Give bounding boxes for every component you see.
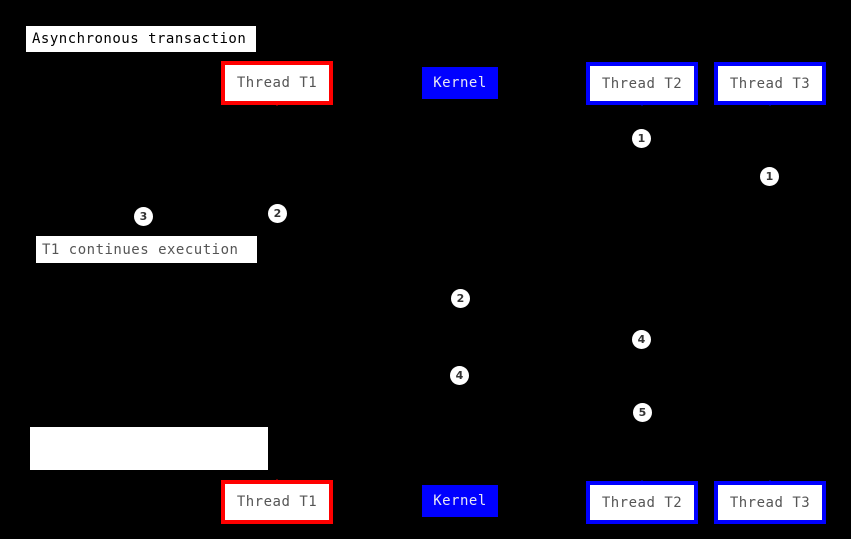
lifeline-arrow-tick-icon: [638, 480, 646, 485]
lifeline-arrow-tick-icon: [638, 101, 646, 106]
lifeline-head-thread-t1[interactable]: Thread T1: [221, 61, 333, 106]
lifeline-arrow-tick-icon: [273, 479, 281, 484]
lifeline-label: Kernel: [433, 493, 487, 509]
step-marker-4: 4: [450, 366, 469, 385]
step-marker-5: 5: [633, 403, 652, 422]
step-marker-4: 4: [632, 330, 651, 349]
lifeline-label: Thread T2: [601, 75, 683, 92]
step-marker-1: 1: [632, 129, 651, 148]
lifeline-label: Thread T3: [729, 75, 811, 92]
lifeline-label: Thread T2: [601, 494, 683, 511]
lifeline-arrow-tick-icon: [766, 101, 774, 106]
lifeline-label: Kernel: [433, 75, 487, 91]
diagram-title: Asynchronous transaction: [26, 26, 256, 52]
lifeline-head-thread-t2[interactable]: Thread T2: [586, 62, 698, 106]
lifeline-label: Thread T1: [236, 494, 318, 510]
lifeline-foot-thread-t3[interactable]: Thread T3: [714, 480, 826, 524]
lifeline-label: Thread T1: [236, 75, 318, 91]
lifeline-head-thread-t3[interactable]: Thread T3: [714, 62, 826, 106]
step-marker-3: 3: [134, 207, 153, 226]
blank-note-plate: [30, 427, 268, 470]
step-marker-2: 2: [268, 204, 287, 223]
lifeline-foot-thread-t1[interactable]: Thread T1: [221, 479, 333, 524]
step-marker-1: 1: [760, 167, 779, 186]
lifeline-foot-kernel[interactable]: Kernel: [422, 485, 498, 517]
step-marker-2: 2: [451, 289, 470, 308]
lifeline-label: Thread T3: [729, 494, 811, 511]
note-t1-continues-execution: T1 continues execution: [36, 236, 257, 263]
lifeline-head-kernel[interactable]: Kernel: [422, 67, 498, 99]
lifeline-foot-thread-t2[interactable]: Thread T2: [586, 480, 698, 524]
lifeline-arrow-tick-icon: [273, 101, 281, 106]
lifeline-arrow-tick-icon: [766, 480, 774, 485]
